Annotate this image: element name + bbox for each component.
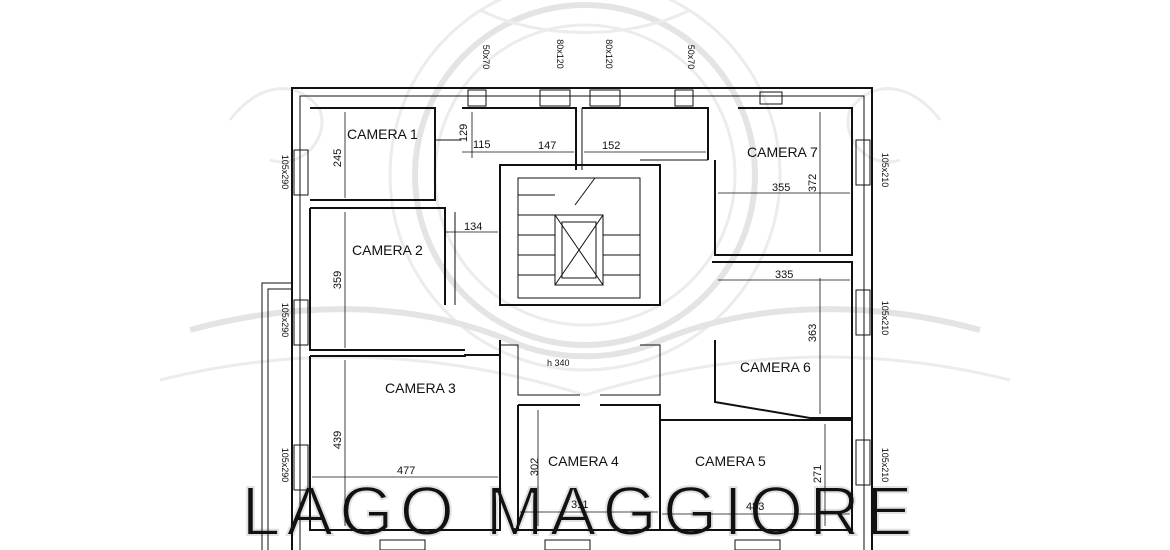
room-label-camera-2: CAMERA 2 [352,242,423,258]
room-label-camera-3: CAMERA 3 [385,380,456,396]
dim-corridor: 134 [464,221,482,233]
staircase [518,177,640,286]
watermark-text: LAGO MAGGIORE [242,472,919,550]
window-label-right-1: 105x210 [880,153,890,188]
dim-hall-top-b: 152 [602,140,620,152]
dim-camera-7-width: 355 [772,182,790,194]
dim-camera-1-height: 245 [332,149,344,167]
window-label-top-3: 80x120 [604,39,614,69]
outer-walls [261,87,873,550]
dim-camera-2-height: 359 [332,271,344,289]
room-label-camera-5: CAMERA 5 [695,453,766,469]
interior-walls [309,107,853,531]
window-openings [293,89,871,550]
window-label-top-2: 80x120 [555,39,565,69]
dim-camera-3-height: 439 [332,431,344,449]
dim-camera-5-height: 271 [812,465,824,483]
window-label-right-2: 105x210 [880,301,890,336]
room-label-camera-7: CAMERA 7 [747,144,818,160]
dim-camera-3-width: 477 [397,465,415,477]
window-label-top-1: 50x70 [481,45,491,70]
dim-camera-4-width: 311 [571,499,589,511]
dim-camera-4-height: 302 [529,458,541,476]
dim-camera-1-small-a: 129 [458,124,470,142]
window-label-left-3: 105x290 [280,448,290,483]
dim-camera-6-width: 335 [775,269,793,281]
dim-camera-7-height: 372 [807,174,819,192]
dim-camera-1-small-b: 115 [473,139,491,151]
room-label-camera-1: CAMERA 1 [347,126,418,142]
ceiling-height: h 340 [547,358,570,368]
window-label-top-4: 50x70 [686,45,696,70]
watermark-emblem [159,0,1011,397]
dimension-lines [312,112,850,526]
window-label-left-2: 105x290 [280,303,290,338]
dim-hall-top-a: 147 [538,140,556,152]
dim-camera-5-width: 483 [746,501,764,513]
window-label-right-3: 105x210 [880,448,890,483]
dim-camera-6-height: 363 [807,324,819,342]
room-label-camera-4: CAMERA 4 [548,453,619,469]
room-label-camera-6: CAMERA 6 [740,359,811,375]
window-label-left-1: 105x290 [280,155,290,190]
